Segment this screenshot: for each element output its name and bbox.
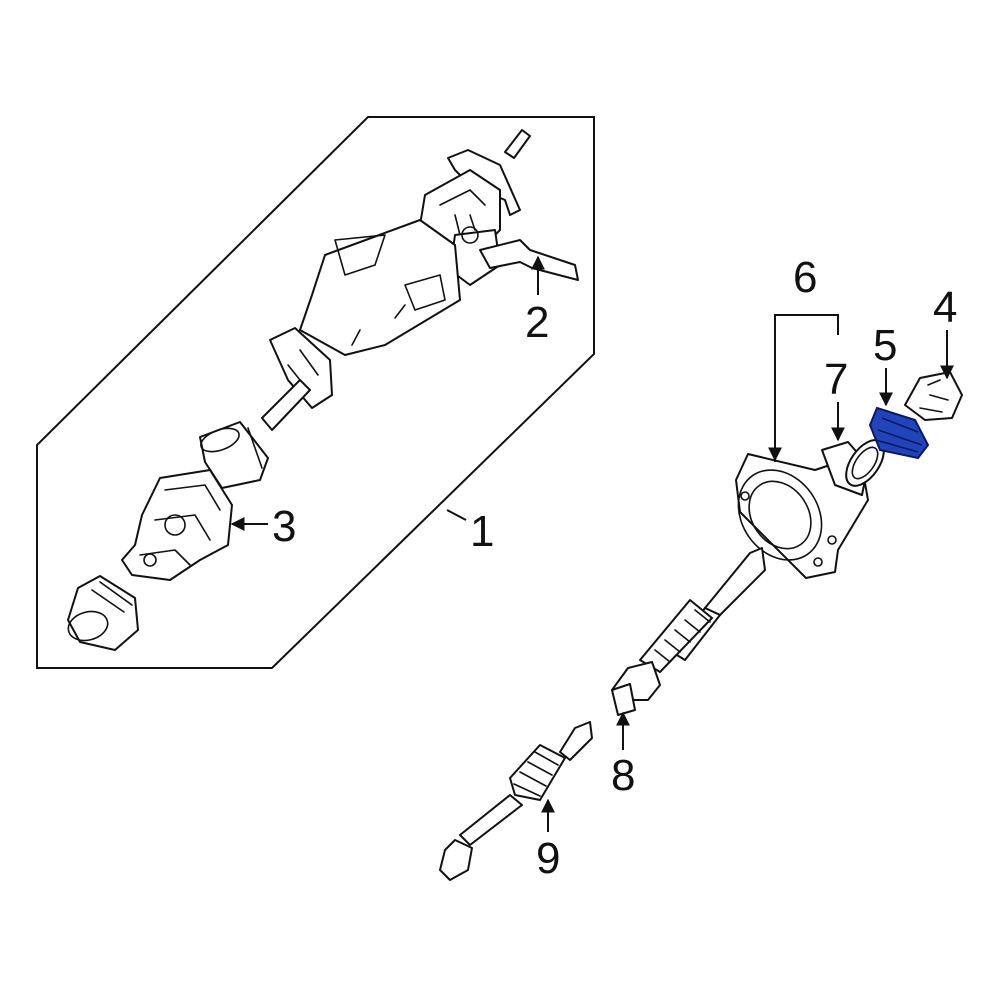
universal-joint[interactable] [121,469,233,581]
callout-5: 5 [873,321,897,370]
callout-8: 8 [611,751,635,800]
callout-7: 7 [824,355,848,404]
callout-9: 9 [536,834,560,883]
callout-1: 1 [470,507,494,556]
lower-intermediate-shaft[interactable] [439,721,593,881]
leader-line-6 [774,314,839,462]
cover-cap[interactable] [904,371,963,421]
callout-4: 4 [933,283,957,332]
intermediate-shaft[interactable] [611,547,766,716]
leader-line-1 [446,509,467,521]
callout-6: 6 [793,253,817,302]
callout-2: 2 [525,298,549,347]
bearing-cup[interactable] [198,421,269,489]
callout-3: 3 [272,502,296,551]
column-lower-bushing[interactable] [65,575,139,651]
steering-column-assembly[interactable] [261,129,579,431]
dash-seal-boot[interactable] [721,441,869,579]
highlighted-boot-seal[interactable] [868,406,930,460]
assembly-outline [36,116,595,669]
